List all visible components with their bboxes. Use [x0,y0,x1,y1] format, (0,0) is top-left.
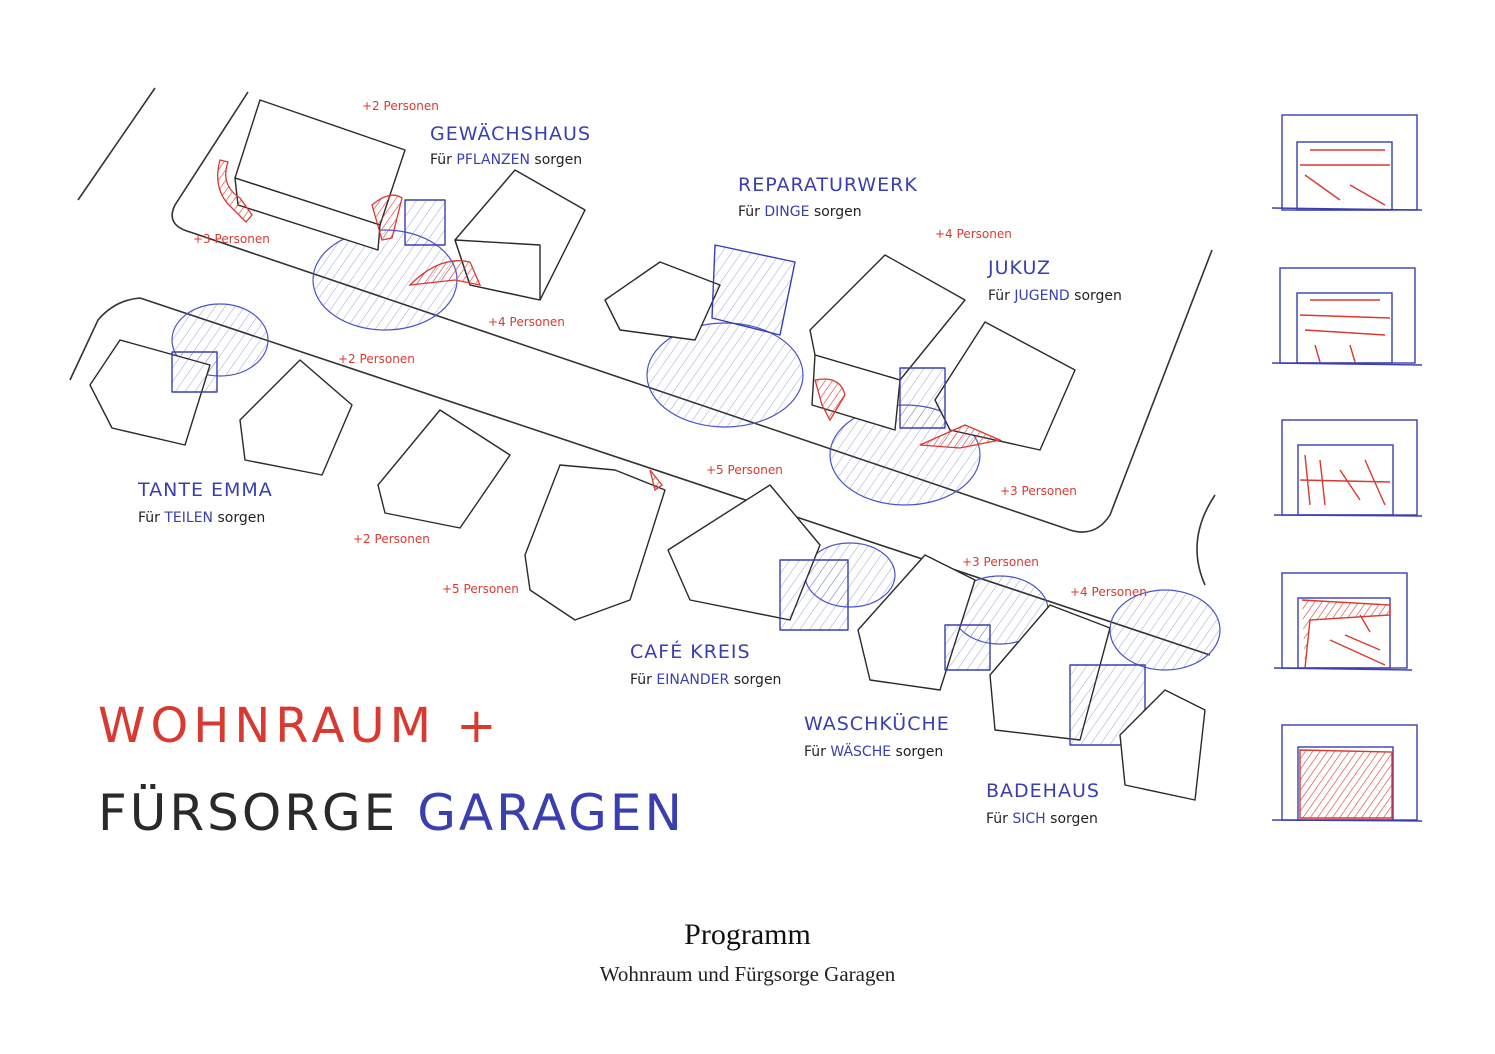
garage-thumb [1273,419,1423,517]
station-care-reparaturwerk: Für DINGE sorgen [738,204,862,220]
persons-label: +2 Personen [353,532,430,546]
garage-thumbnails [1271,114,1423,822]
station-name-tante-emma: TANTE EMMA [137,479,273,501]
station-name-cafe-kreis: CAFÉ KREIS [630,640,751,663]
persons-label: +4 Personen [1070,585,1147,599]
persons-label: +2 Personen [338,352,415,366]
caption-subtitle: Wohnraum und Fürgsorge Garagen [599,962,896,986]
persons-label: +5 Personen [442,582,519,596]
persons-label: +3 Personen [1000,484,1077,498]
station-name-waschkueche: WASCHKÜCHE [804,712,950,735]
persons-label: +5 Personen [706,463,783,477]
persons-label: +4 Personen [488,315,565,329]
garage-thumb [1273,572,1413,671]
station-name-gewaechshaus: GEWÄCHSHAUS [430,122,591,145]
station-care-gewaechshaus: Für PFLANZEN sorgen [430,152,582,168]
title-line2: FÜRSORGE GARAGEN [98,784,685,842]
station-care-tante-emma: Für TEILEN sorgen [138,510,265,526]
station-care-badehaus: Für SICH sorgen [986,811,1098,827]
station-name-badehaus: BADEHAUS [986,780,1100,802]
persons-label: +4 Personen [935,227,1012,241]
persons-label: +2 Personen [362,99,439,113]
station-care-cafe-kreis: Für EINANDER sorgen [630,672,781,688]
persons-annotations: +2 Personen +3 Personen +4 Personen +4 P… [193,99,1147,599]
garage-thumb [1271,114,1423,211]
persons-label: +3 Personen [193,232,270,246]
station-name-jukuz: JUKUZ [987,257,1051,279]
station-name-reparaturwerk: REPARATURWERK [738,174,918,196]
red-stair-accents [217,159,1003,492]
shared-area-circles [171,229,1221,671]
station-labels: GEWÄCHSHAUS Für PFLANZEN sorgen REPARATU… [137,122,1122,827]
sketch-title: WOHNRAUM + FÜRSORGE GARAGEN [98,698,685,842]
garage-thumb [1271,724,1423,822]
persons-label: +3 Personen [962,555,1039,569]
station-care-jukuz: Für JUGEND sorgen [988,288,1122,304]
caption-title: Programm [684,918,811,951]
garage-thumb [1271,267,1423,366]
title-line1: WOHNRAUM + [98,698,502,754]
house-drawings [89,99,1206,801]
station-care-waschkueche: Für WÄSCHE sorgen [804,742,943,760]
